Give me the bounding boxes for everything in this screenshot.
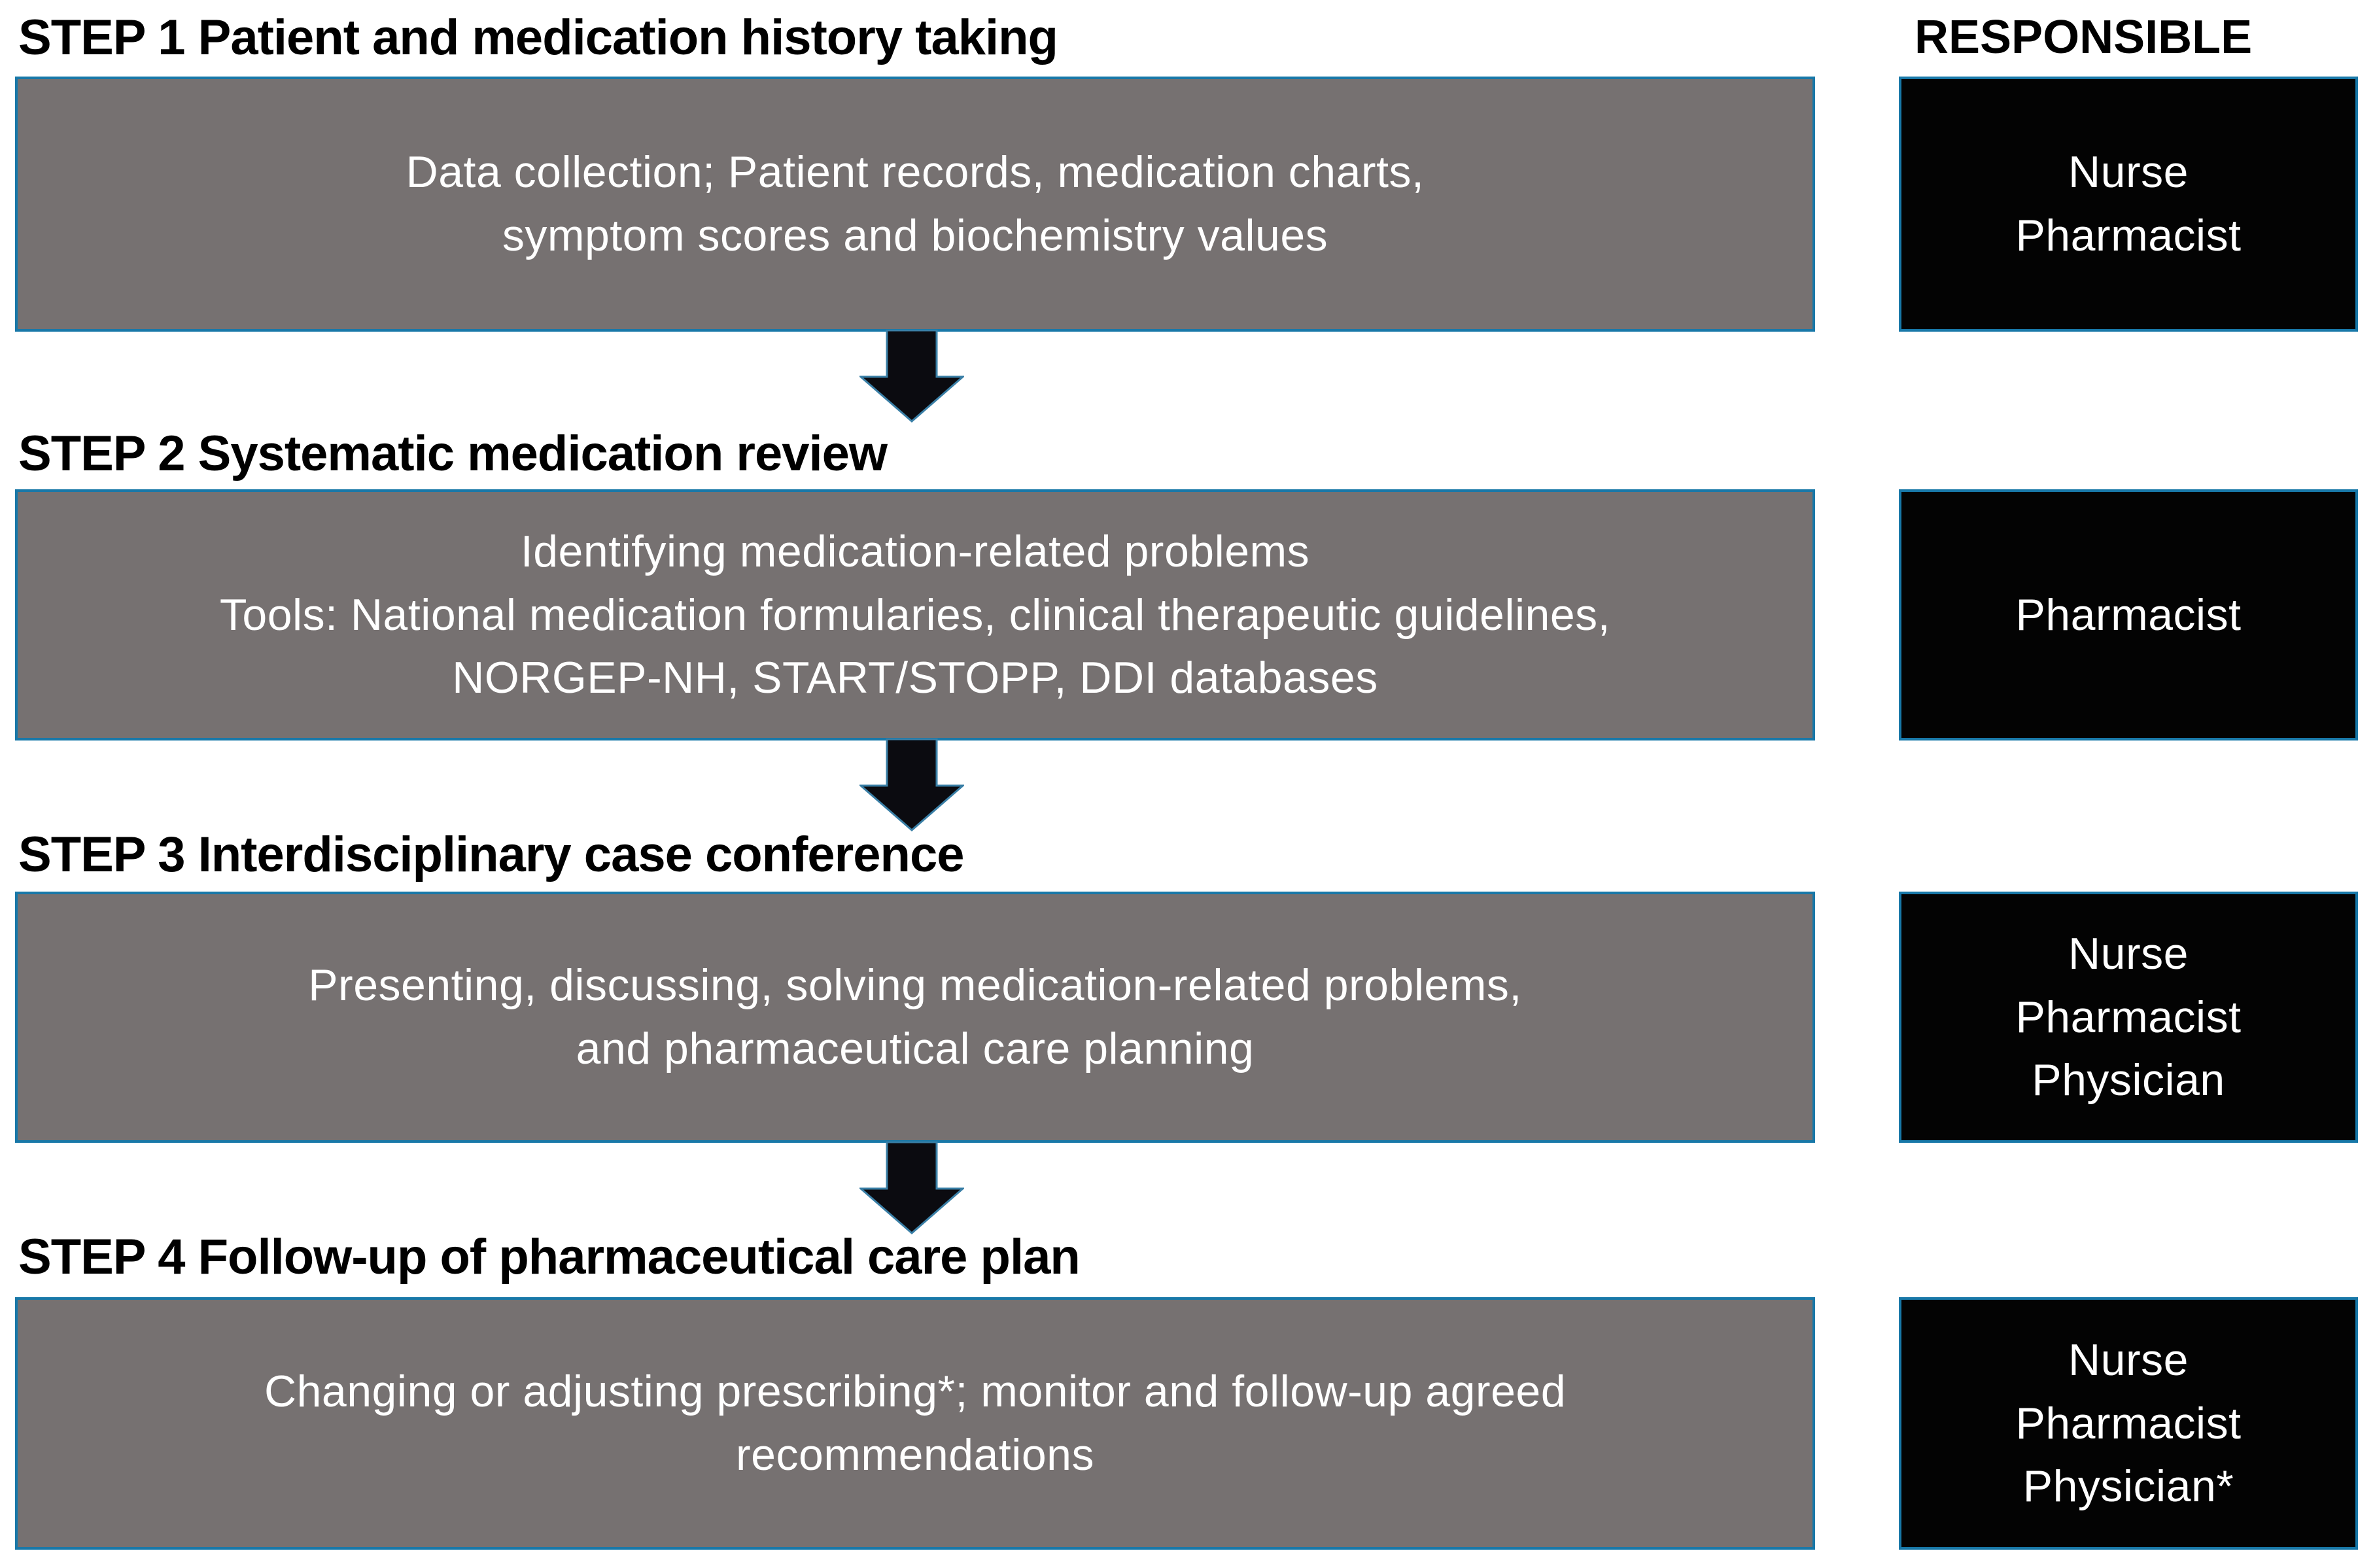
step2-responsible-text: Pharmacist (2015, 589, 2242, 640)
responsible-column-header: RESPONSIBLE (1915, 11, 2253, 63)
step1-process-text: Data collection; Patient records, medica… (406, 147, 1425, 260)
down-arrow-icon (859, 739, 964, 831)
step4-process-box: Changing or adjusting prescribing*; moni… (15, 1297, 1815, 1550)
step4-process-text: Changing or adjusting prescribing*; moni… (264, 1367, 1567, 1480)
step1-responsible-text: Nurse Pharmacist (2015, 147, 2242, 260)
step1-process-box: Data collection; Patient records, medica… (15, 77, 1815, 332)
step2-process-text: Identifying medication-related problems … (219, 527, 1611, 703)
step1-responsible-box: Nurse Pharmacist (1899, 77, 2358, 332)
down-arrow-icon (859, 330, 964, 423)
step3-responsible-box: Nurse Pharmacist Physician (1899, 892, 2358, 1143)
step4-responsible-box: Nurse Pharmacist Physician* (1899, 1297, 2358, 1550)
step4-responsible-text: Nurse Pharmacist Physician* (2015, 1335, 2242, 1512)
step1-title: STEP 1 Patient and medication history ta… (18, 10, 1058, 65)
step3-responsible-text: Nurse Pharmacist Physician (2015, 929, 2242, 1106)
step3-process-box: Presenting, discussing, solving medicati… (15, 892, 1815, 1143)
step2-process-box: Identifying medication-related problems … (15, 489, 1815, 740)
step2-title: STEP 2 Systematic medication review (18, 426, 888, 481)
down-arrow-icon (859, 1141, 964, 1234)
step3-process-text: Presenting, discussing, solving medicati… (308, 960, 1522, 1073)
step4-title: STEP 4 Follow-up of pharmaceutical care … (18, 1229, 1081, 1285)
step2-responsible-box: Pharmacist (1899, 489, 2358, 740)
step3-title: STEP 3 Interdisciplinary case conference (18, 827, 964, 882)
